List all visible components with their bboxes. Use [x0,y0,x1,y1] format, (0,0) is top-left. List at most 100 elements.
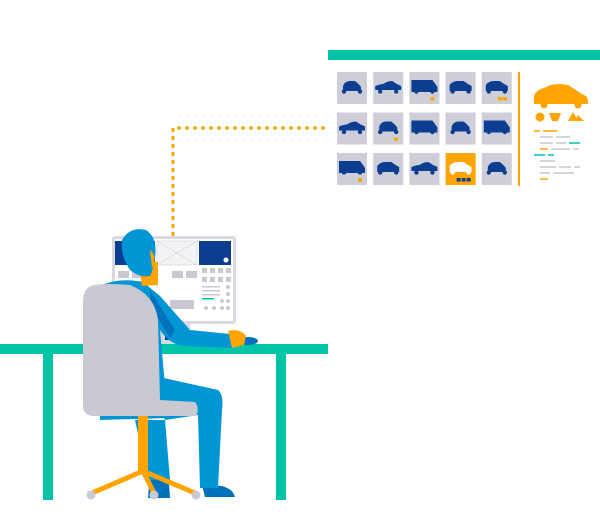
wheel-icon [502,89,507,94]
car-tile[interactable] [337,72,367,104]
feature-badge-icon [430,97,435,101]
car-icon [339,161,365,173]
car-tile[interactable] [481,112,512,145]
car-icon [343,81,361,91]
car-tile[interactable] [337,153,367,185]
feature-badge-icon [358,178,362,182]
wheel-icon [486,129,491,135]
selected-car-detail [534,84,588,180]
car-tile[interactable] [481,153,512,185]
feature-badge-icon [461,178,466,182]
person-arm [150,290,175,338]
wheel-icon [450,170,455,175]
wheel-icon [466,129,471,135]
wiper-icon [549,113,561,121]
car-tile-selected[interactable] [445,153,476,185]
wheel-icon [341,170,347,175]
spec-lines [534,130,580,180]
chair-post [138,416,148,471]
brake-icon [535,112,545,122]
car-tile[interactable] [373,72,404,104]
wheel-icon [378,129,383,135]
car-icon [451,121,470,132]
wheel-icon [414,170,419,175]
panel-divider [518,72,520,186]
car-icon [379,121,398,132]
wheel-icon [394,170,399,175]
wheel-icon [430,89,435,94]
car-icon [449,162,472,172]
car-icon [411,120,438,133]
wheel-icon [357,89,363,94]
car-tile[interactable] [337,112,367,145]
screen-dot [223,257,229,263]
car-icon [377,162,400,172]
person-head [121,229,156,277]
car-icon [375,81,402,90]
wheel-icon [466,170,471,175]
car-tile[interactable] [409,153,440,185]
connector-dotted-line [171,126,326,236]
feature-badge-icon [466,178,471,182]
person-hand [228,330,246,348]
warning-icon [568,112,584,121]
car-icon [339,121,365,131]
wheel-icon [357,170,363,175]
feature-badge-icon [394,137,399,141]
chair-wheel [149,490,159,500]
wheel-icon [450,89,455,94]
wheel-icon [357,129,363,135]
wheel-icon [414,129,419,135]
wheel-icon [378,89,383,94]
panel-header-bar [328,50,600,60]
wheel-icon [394,129,399,135]
wheel-icon [540,101,548,109]
feature-badge-icon [456,178,461,182]
feature-badge-icon [497,97,502,101]
wheel-icon [574,101,582,109]
car-tile-grid [337,72,512,185]
wheel-icon [341,89,347,94]
car-icon [485,81,508,91]
wheel-icon [430,170,435,175]
wheel-icon [394,89,399,94]
wheel-icon [414,89,419,94]
screen-accent-line [202,298,214,300]
chair-wheel [191,490,201,500]
office-chair [82,284,201,500]
car-tile[interactable] [481,72,512,104]
desk-top [0,344,328,354]
car-icon [411,162,438,171]
wheel-icon [430,129,435,135]
chair-base [91,468,196,497]
car-icon [487,162,506,172]
car-icon [483,120,510,133]
car-tile[interactable] [409,112,440,145]
chair-seat-back [82,284,198,416]
car-tile[interactable] [445,112,476,145]
wheel-icon [502,129,507,135]
desk [0,344,328,500]
car-tile[interactable] [409,72,440,104]
car-icon [411,80,438,92]
chair-wheel [86,490,96,500]
desk-leg [43,354,53,500]
person-ear [150,250,155,268]
wheel-icon [450,129,455,135]
car-tile[interactable] [445,72,476,104]
feature-icons [535,112,584,122]
catalog-panel [328,50,600,186]
wheel-icon [341,129,347,135]
wheel-icon [486,89,491,94]
wheel-icon [502,170,507,175]
selected-car-icon [534,84,588,104]
car-tile[interactable] [373,112,404,145]
wheel-icon [486,170,491,175]
desk-leg [276,354,286,500]
car-icon [449,81,472,91]
feature-badge-icon [502,97,507,101]
wheel-icon [466,89,471,94]
car-tile[interactable] [373,153,404,185]
